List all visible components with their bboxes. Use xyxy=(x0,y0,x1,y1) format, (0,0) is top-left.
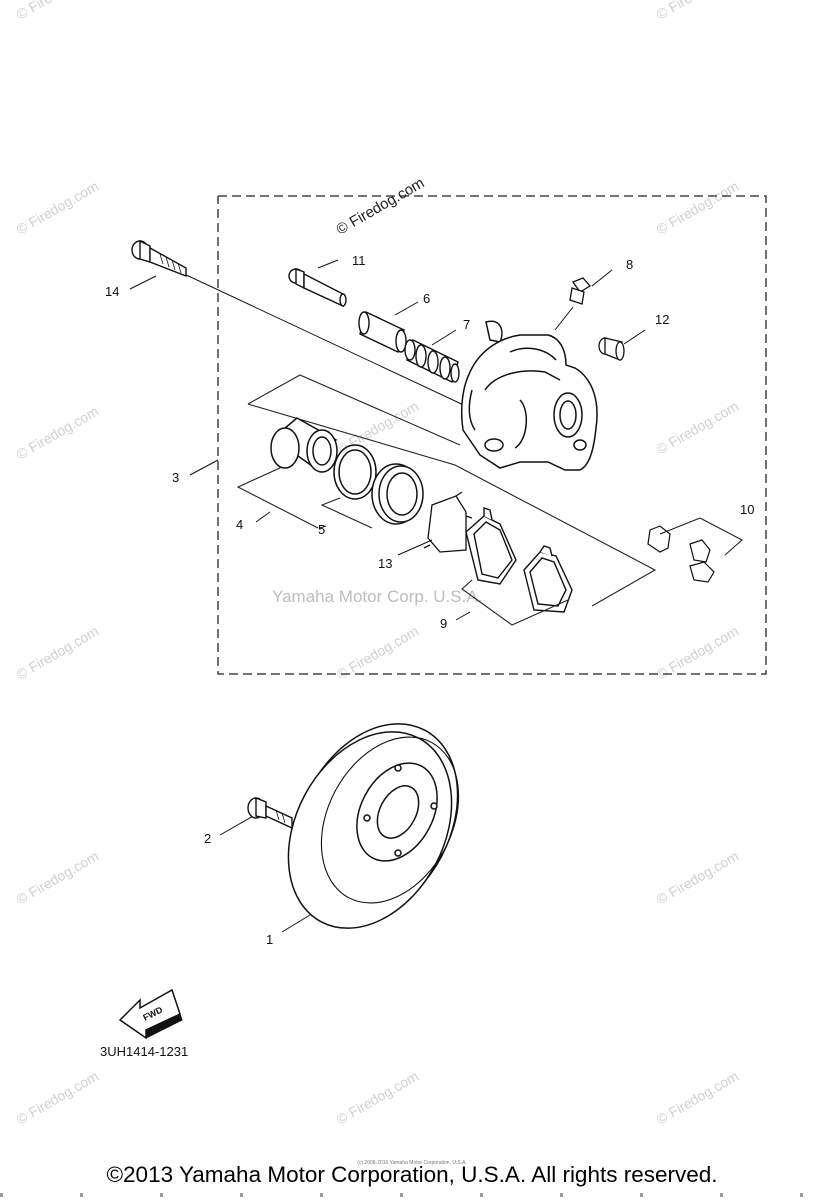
boot-7 xyxy=(404,339,460,383)
bolt-14 xyxy=(131,239,471,409)
callout-5: 5 xyxy=(318,522,325,537)
cap-12 xyxy=(598,337,625,361)
copyright-notice: ©2013 Yamaha Motor Corporation, U.S.A. A… xyxy=(106,1162,718,1187)
watermark: © Firedog.com xyxy=(334,1068,422,1128)
callout-9: 9 xyxy=(440,616,447,631)
watermark: © Firedog.com xyxy=(14,0,102,23)
watermark: © Firedog.com xyxy=(14,178,102,238)
bolt-2 xyxy=(247,796,293,830)
pad-9-rear xyxy=(523,545,573,613)
piston-4 xyxy=(270,417,338,473)
watermark: © Firedog.com xyxy=(14,848,102,908)
callout-14: 14 xyxy=(105,284,119,299)
assembly-frame xyxy=(217,195,767,675)
fwd-arrow-icon: FWD xyxy=(118,988,183,1040)
callouts: 14 11 6 7 8 12 3 4 5 13 9 10 2 1 xyxy=(105,253,754,947)
pin-11 xyxy=(288,267,347,308)
bleed-screw-8 xyxy=(569,277,592,305)
watermark: © Firedog.com xyxy=(14,403,102,463)
watermark: © Firedog.com xyxy=(654,848,742,908)
watermark: © Firedog.com xyxy=(654,1068,742,1128)
callout-7: 7 xyxy=(463,317,470,332)
brake-disc-1 xyxy=(287,723,460,929)
watermark: © Firedog.com xyxy=(334,398,422,458)
dust-seal-5 xyxy=(371,463,424,525)
callout-4: 4 xyxy=(236,517,243,532)
fine-print: (c) 2006-2016 Yamaha Motor Corporation, … xyxy=(357,1160,467,1166)
pad-spring-10 xyxy=(647,525,715,583)
watermark: © Firedog.com xyxy=(654,398,742,458)
center-watermark: Yamaha Motor Corp. U.S.A. xyxy=(272,587,482,606)
sleeve-6 xyxy=(358,311,407,353)
callout-10: 10 xyxy=(740,502,754,517)
callout-3: 3 xyxy=(172,470,179,485)
watermark-main: © Firedog.com xyxy=(334,174,428,238)
bottom-border xyxy=(0,1193,824,1197)
callout-8: 8 xyxy=(626,257,633,272)
watermark: © Firedog.com xyxy=(654,178,742,238)
watermark: © Firedog.com xyxy=(654,0,742,23)
caliper-body xyxy=(460,320,598,471)
callout-6: 6 xyxy=(423,291,430,306)
watermark: © Firedog.com xyxy=(14,1068,102,1128)
callout-2: 2 xyxy=(204,831,211,846)
shim-13 xyxy=(423,491,473,553)
callout-11: 11 xyxy=(352,253,366,268)
pad-9-front xyxy=(465,507,517,585)
callout-12: 12 xyxy=(655,312,669,327)
seal-5 xyxy=(333,444,377,500)
part-code: 3UH1414-1231 xyxy=(100,1044,188,1059)
callout-1: 1 xyxy=(266,932,273,947)
leader-lines xyxy=(129,259,646,933)
group-brackets xyxy=(236,466,743,626)
callout-13: 13 xyxy=(378,556,392,571)
watermark: © Firedog.com xyxy=(14,623,102,683)
caliper-kit-outline xyxy=(247,374,657,607)
